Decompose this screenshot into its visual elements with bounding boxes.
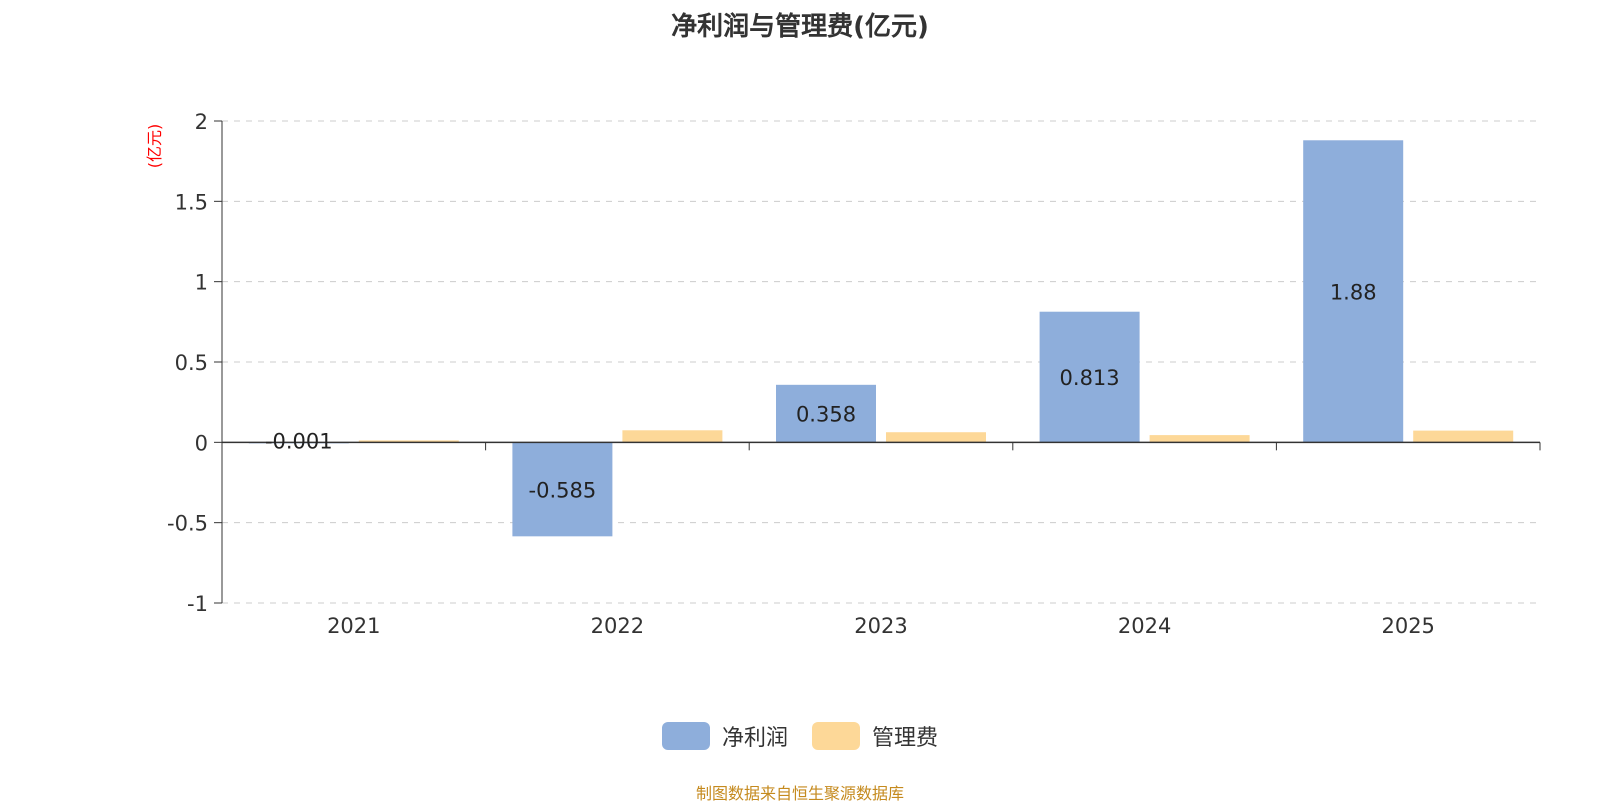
data-label-net-profit: 0.813	[1060, 366, 1120, 390]
admin-expense-bar	[358, 440, 459, 443]
legend-item-net-profit[interactable]: 净利润	[661, 720, 788, 752]
net-profit-bar	[512, 442, 613, 537]
x-tick-label: 2025	[1381, 614, 1434, 638]
legend-swatch-admin-expense	[812, 722, 860, 750]
admin-expense-bar	[622, 430, 723, 443]
legend-swatch-net-profit	[661, 722, 710, 750]
data-label-net-profit: -0.585	[529, 478, 597, 502]
y-tick-label: 1	[195, 271, 208, 295]
y-tick-label: -1	[187, 592, 208, 616]
admin-expense-bar	[1149, 435, 1250, 443]
y-tick-label: -0.5	[167, 512, 208, 536]
source-note: 制图数据来自恒生聚源数据库	[695, 784, 904, 803]
x-tick-label: 2021	[327, 614, 380, 638]
axes	[214, 120, 1541, 604]
x-tick-label: 2022	[591, 614, 644, 638]
admin-expense-bar	[886, 432, 986, 443]
y-tick-label: 2	[195, 110, 208, 134]
net-profit-bar	[1303, 140, 1404, 443]
data-labels: -0.001 -0.585 0.358 0.813 1.88	[265, 280, 1377, 502]
data-label-net-profit: -0.001	[265, 429, 333, 453]
admin-expense-bar	[1413, 430, 1514, 443]
gridlines	[222, 120, 1540, 604]
data-label-net-profit: 1.88	[1330, 280, 1377, 304]
chart-title: 净利润与管理费(亿元)	[671, 12, 929, 42]
legend: 净利润 管理费	[0, 720, 1600, 752]
net-profit-bar	[776, 384, 876, 443]
legend-label-net-profit: 净利润	[721, 726, 788, 751]
legend-label-admin-expense: 管理费	[872, 726, 939, 751]
y-tick-label: 0.5	[175, 351, 208, 375]
y-tick-label: 1.5	[175, 190, 208, 214]
net-profit-bar	[1039, 311, 1140, 443]
y-tick-label: 0	[195, 431, 208, 455]
data-label-net-profit: 0.358	[796, 403, 856, 427]
tick-labels: 2 1.5 1 0.5 0 -0.5 -1 2021 2022 2023 2024 2025	[167, 110, 1435, 638]
y-axis-label: (亿元)	[145, 124, 164, 169]
bars	[248, 140, 1514, 537]
legend-item-admin-expense[interactable]: 管理费	[812, 720, 938, 752]
x-tick-label: 2024	[1118, 614, 1171, 638]
x-tick-label: 2023	[854, 614, 907, 638]
